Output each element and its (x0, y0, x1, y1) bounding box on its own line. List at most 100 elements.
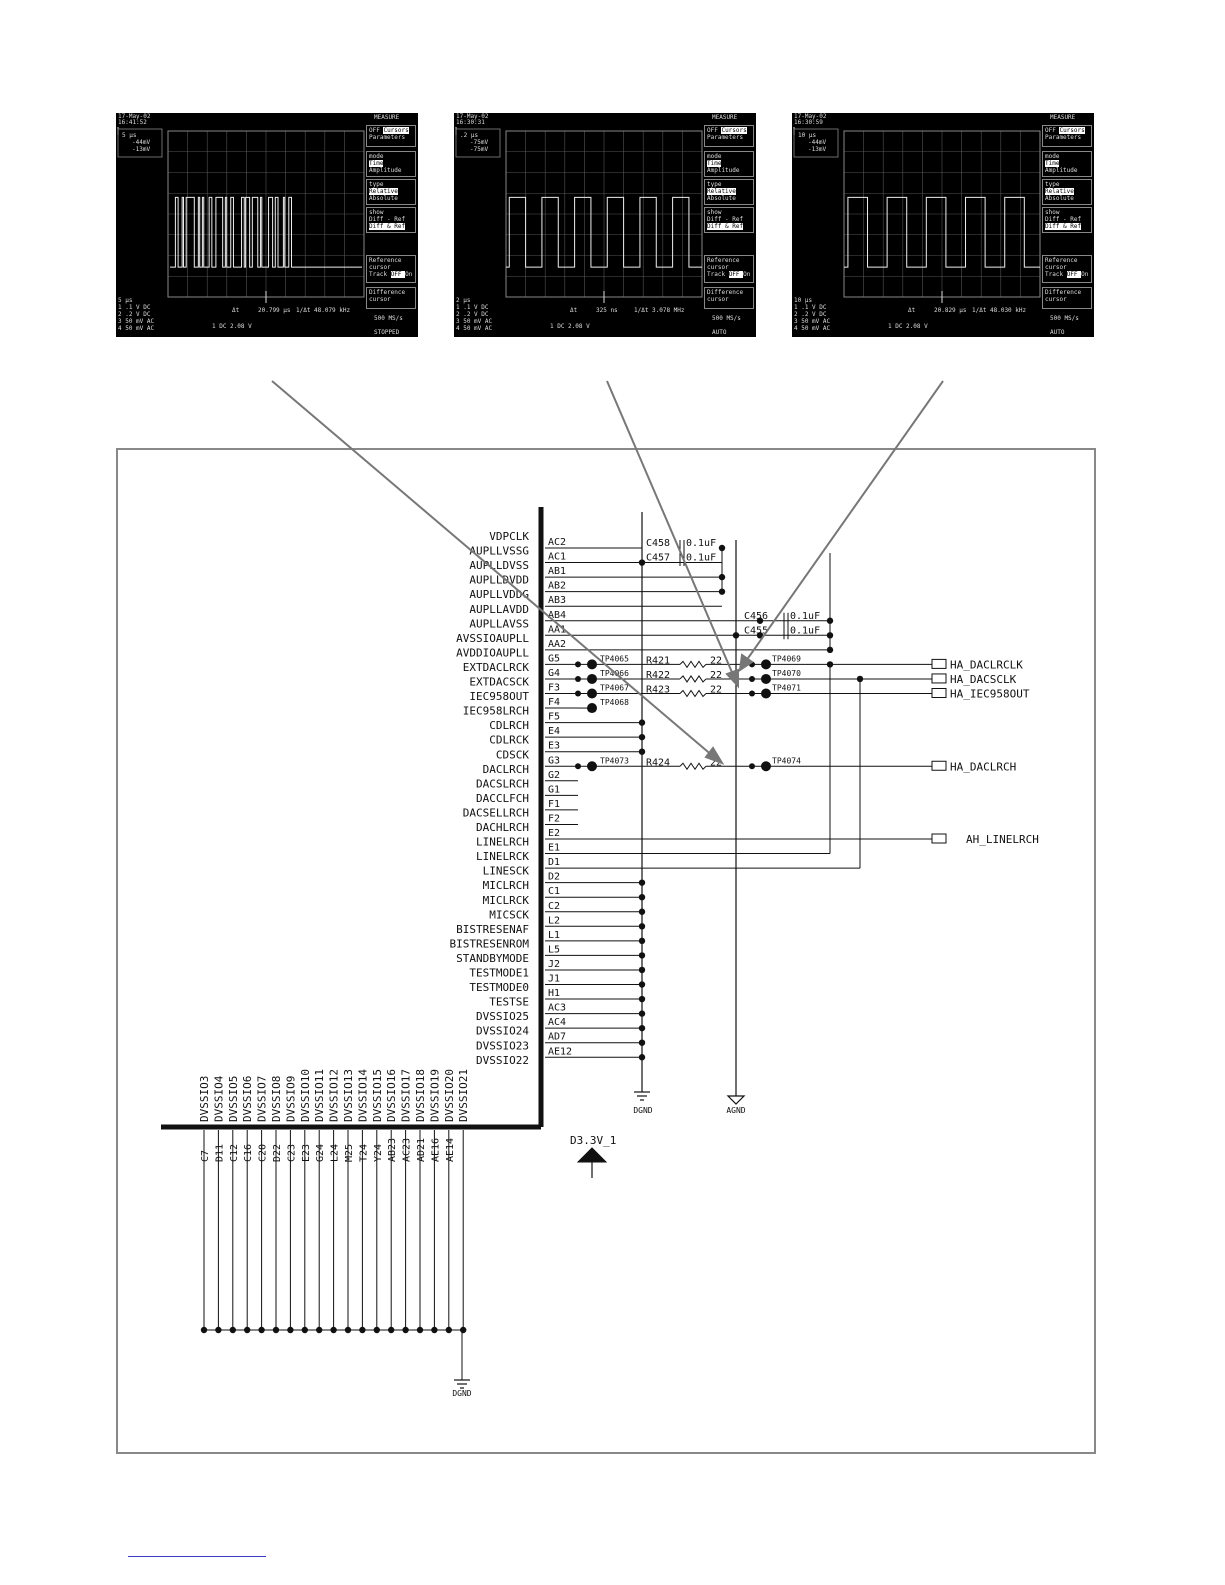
difference-cursor-button[interactable]: Difference cursor (1042, 287, 1092, 309)
menu-text: Difference (1045, 289, 1082, 296)
type-button-line: type (1045, 181, 1089, 188)
testpoint (761, 688, 771, 699)
pin-number-label: L1 (548, 930, 560, 941)
pin-number-label: L5 (548, 944, 560, 955)
cap-ref: C458 (646, 538, 670, 549)
pin-function-label: DACCLFCH (476, 792, 529, 805)
mode-button[interactable]: mode Time Amplitude (704, 151, 754, 177)
pin-number-label: T24 (358, 1144, 369, 1162)
pin-function-label: DVSSIO6 (241, 1076, 254, 1122)
cursors-button[interactable]: OFF Cursors Parameters (366, 125, 416, 147)
dgnd-label: DGND (633, 1106, 652, 1115)
menu-text: mode (369, 153, 384, 160)
difference-cursor-button-line: Difference (369, 289, 413, 296)
difference-cursor-button[interactable]: Difference cursor (366, 287, 416, 309)
show-button-line: show (369, 209, 413, 216)
cursor-readout: .2 µs (460, 132, 479, 139)
mode-button-line: mode (369, 153, 413, 160)
pin-number-label: C1 (548, 886, 560, 897)
menu-text: Diff & Ref (707, 223, 744, 230)
pin-number-label: G4 (548, 668, 560, 679)
pin-number-label: G3 (548, 755, 560, 766)
testpoint (587, 688, 597, 699)
pin-number-label: M25 (344, 1144, 355, 1162)
type-button[interactable]: type Relative Absolute (366, 179, 416, 205)
pin-number-label: AB4 (548, 610, 566, 621)
type-button-line: Absolute (369, 195, 413, 202)
cursor-readout: 10 µs (798, 132, 817, 139)
reference-cursor-button[interactable]: Reference cursor Track OFF On (1042, 255, 1092, 283)
pin-number-label: G5 (548, 653, 560, 664)
junction (732, 632, 740, 639)
show-button[interactable]: show Diff - Ref Diff & Ref (366, 207, 416, 233)
testpoint-label: TP4073 (600, 756, 629, 765)
pin-number-label: E1 (548, 843, 560, 854)
difference-cursor-button[interactable]: Difference cursor (704, 287, 754, 309)
mode-button[interactable]: mode Time Amplitude (366, 151, 416, 177)
cursors-button[interactable]: OFF Cursors Parameters (1042, 125, 1092, 147)
net-label: AH_LINELRCH (966, 833, 1039, 846)
mode-button[interactable]: mode Time Amplitude (1042, 151, 1092, 177)
arrowhead-1 (704, 746, 725, 765)
pin-number-label: E23 (301, 1144, 312, 1162)
reference-cursor-button[interactable]: Reference cursor Track OFF On (366, 255, 416, 283)
menu-text: type (707, 181, 722, 188)
channel-row: 4 50 mV AC (118, 325, 155, 332)
pin-function-label: MICLRCH (483, 879, 529, 892)
mode-button-line: Amplitude (369, 167, 413, 174)
menu-text: Diff & Ref (1045, 223, 1082, 230)
junction (856, 675, 864, 683)
channel-row: 2 .2 V DC (456, 311, 489, 318)
pin-function-label: AVSSIOAUPLL (456, 632, 529, 645)
pin-function-label: DVSSIO3 (198, 1076, 211, 1122)
menu-text: OFF (1066, 271, 1082, 278)
type-button[interactable]: type Relative Absolute (704, 179, 754, 205)
junction (638, 894, 646, 901)
scope-date: 17-May-02 (118, 113, 151, 120)
pin-number-label: C12 (229, 1144, 240, 1162)
pin-number-label: AB23 (387, 1138, 398, 1162)
junction (638, 559, 646, 566)
pin-function-label: IEC958LRCH (463, 705, 529, 718)
resistor-ref: R424 (646, 757, 670, 768)
cursors-button[interactable]: OFF Cursors Parameters (704, 125, 754, 147)
pin-function-label: DVSSIO12 (328, 1069, 341, 1122)
menu-title: MEASURE (374, 114, 400, 121)
cap-value: 0.1uF (790, 625, 820, 636)
show-button[interactable]: show Diff - Ref Diff & Ref (1042, 207, 1092, 233)
sample-rate: 500 MS/s (712, 315, 741, 322)
cursor-readout: -13mV (132, 146, 151, 153)
net-port (931, 688, 947, 698)
testpoint-label: TP4065 (600, 654, 629, 663)
pin-number-label: AC23 (402, 1138, 413, 1162)
show-button-line: Diff - Ref (707, 216, 751, 223)
menu-text: Reference (1045, 257, 1078, 264)
type-button[interactable]: type Relative Absolute (1042, 179, 1092, 205)
menu-text: show (707, 209, 722, 216)
scope-time: 16:30:59 (794, 119, 823, 126)
reference-cursor-button-line: Track OFF On (369, 271, 413, 278)
pin-function-label: LINELRCH (476, 836, 529, 849)
pin-function-label: BISTRESENROM (450, 937, 530, 950)
trigger-label: 1 DC 2.08 V (888, 323, 928, 330)
menu-text: Time (707, 160, 722, 167)
reference-cursor-button[interactable]: Reference cursor Track OFF On (704, 255, 754, 283)
pin-number-label: AE16 (430, 1138, 441, 1162)
channel-row: 2 .2 V DC (118, 311, 151, 318)
resistor-symbol (679, 660, 707, 669)
show-button[interactable]: show Diff - Ref Diff & Ref (704, 207, 754, 233)
type-button-line: type (707, 181, 751, 188)
reference-cursor-button-line: Reference (707, 257, 751, 264)
pin-function-label: DVSSIO7 (256, 1076, 269, 1122)
junction (638, 937, 646, 945)
pin-function-label: VDPCLK (489, 530, 529, 543)
difference-cursor-button-line: cursor (369, 296, 413, 303)
pin-number-label: C7 (200, 1150, 211, 1162)
pin-function-label: DACHLRCH (476, 821, 529, 834)
acq-status: AUTO (1050, 329, 1065, 336)
waveform-trace (844, 196, 1040, 268)
pin-function-label: CDSCK (496, 748, 529, 761)
